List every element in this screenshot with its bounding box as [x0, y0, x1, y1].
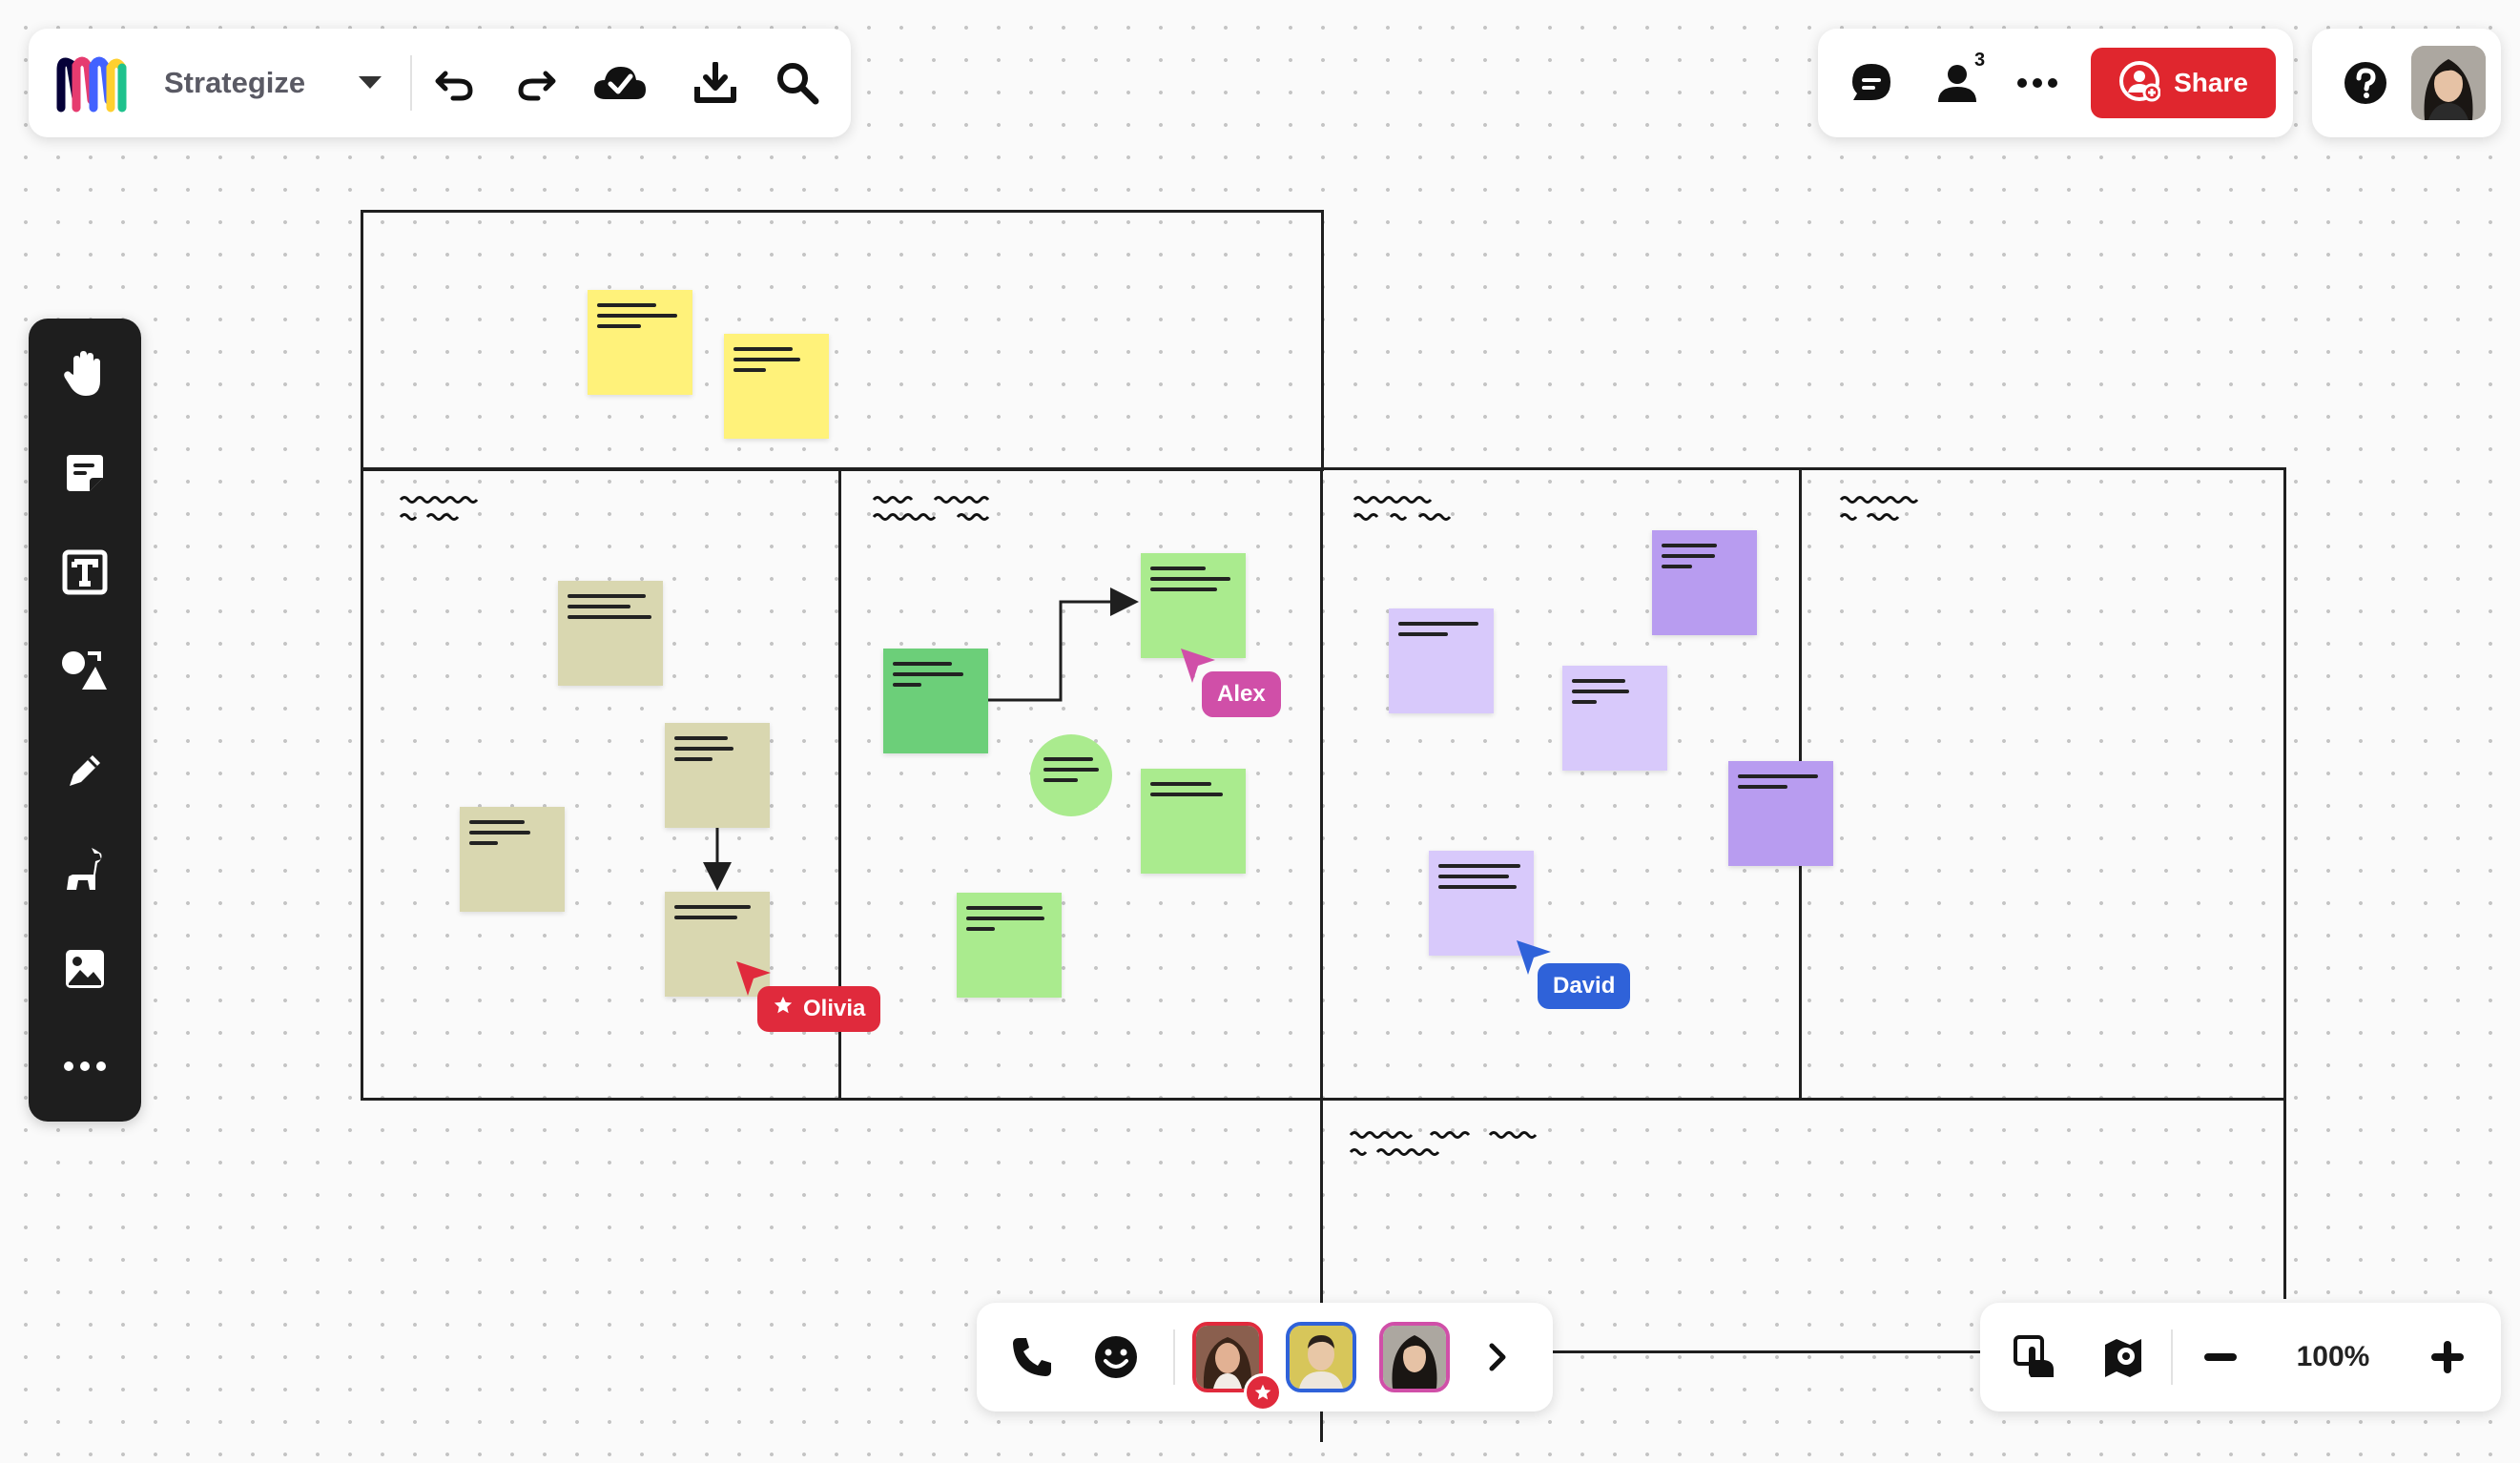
- zoom-level[interactable]: 100%: [2296, 1341, 2370, 1372]
- column-label-2: [872, 492, 1024, 526]
- column-label-4: [1839, 492, 1944, 526]
- sticky-note[interactable]: [1141, 769, 1246, 874]
- download-icon[interactable]: [694, 62, 736, 104]
- cursor-olivia-pointer: [734, 959, 773, 1002]
- participant-avatar-david[interactable]: [1286, 1322, 1356, 1392]
- frame-bottom-line: [1545, 1350, 1984, 1353]
- board-name[interactable]: Strategize: [164, 66, 306, 99]
- cursor-alex-tag: Alex: [1202, 671, 1281, 717]
- column-label-3: [1353, 492, 1477, 526]
- zoom-toolbar: 100%: [1980, 1303, 2501, 1411]
- help-icon[interactable]: [2344, 61, 2387, 105]
- sticky-note[interactable]: [1652, 530, 1757, 635]
- top-right-collab-bar: 3 Share: [1818, 29, 2293, 137]
- touch-gesture-icon[interactable]: [2014, 1335, 2057, 1379]
- more-tools-icon[interactable]: [63, 1061, 107, 1072]
- undo-icon[interactable]: [434, 62, 476, 104]
- more-options-icon[interactable]: [2016, 77, 2058, 89]
- search-icon[interactable]: [775, 61, 819, 105]
- map-pin-icon[interactable]: [2101, 1335, 2145, 1379]
- cursor-olivia-tag: Olivia: [757, 986, 881, 1032]
- frame-divider-1: [838, 467, 841, 1101]
- star-icon: [773, 986, 794, 1032]
- share-user-icon: [2118, 60, 2161, 107]
- miro-logo[interactable]: [55, 52, 128, 113]
- circle-shape[interactable]: [1030, 734, 1112, 816]
- sticky-note[interactable]: [665, 723, 770, 828]
- sticky-note[interactable]: [1389, 608, 1494, 713]
- sticky-note[interactable]: [558, 581, 663, 686]
- cursor-alex-name: Alex: [1217, 681, 1266, 707]
- shapes-icon[interactable]: [61, 649, 109, 693]
- cursor-david-tag: David: [1538, 963, 1631, 1009]
- image-icon[interactable]: [63, 947, 107, 991]
- text-icon[interactable]: [62, 549, 108, 595]
- help-profile-panel: [2312, 29, 2501, 137]
- share-label: Share: [2174, 68, 2248, 97]
- sticky-note[interactable]: [1141, 553, 1246, 658]
- cursor-olivia-name: Olivia: [803, 996, 866, 1021]
- cursor-alex-pointer: [1179, 647, 1217, 690]
- sticky-note[interactable]: [588, 290, 692, 395]
- cursor-david-name: David: [1553, 973, 1616, 999]
- frame-middle-row[interactable]: [361, 467, 2286, 1101]
- sticky-note[interactable]: [460, 807, 565, 912]
- frame-bottom-left-edge: [1320, 1099, 1323, 1442]
- chevron-right-icon[interactable]: [1488, 1343, 1507, 1371]
- comment-icon[interactable]: [1849, 61, 1893, 105]
- sticky-note[interactable]: [1429, 851, 1534, 956]
- bottom-bar-divider: [1173, 1329, 1175, 1385]
- sticky-note[interactable]: [957, 893, 1062, 998]
- sticky-note-icon[interactable]: [63, 451, 107, 495]
- participant-avatar-alex[interactable]: [1379, 1322, 1450, 1392]
- share-button[interactable]: Share: [2091, 48, 2276, 118]
- sticky-note[interactable]: [1728, 761, 1833, 866]
- cloud-saved-icon[interactable]: [592, 63, 648, 103]
- column-label-1: [399, 492, 504, 526]
- cursor-david-pointer: [1515, 938, 1553, 981]
- zoom-out-icon[interactable]: [2204, 1353, 2237, 1361]
- phone-icon[interactable]: [1011, 1336, 1053, 1378]
- llama-icon[interactable]: [63, 846, 107, 894]
- collaborators-icon[interactable]: [1936, 62, 1978, 104]
- sticky-note[interactable]: [883, 649, 988, 753]
- zoom-in-icon[interactable]: [2431, 1341, 2464, 1373]
- top-left-toolbar: Strategize: [29, 29, 851, 137]
- bottom-collab-bar: [977, 1303, 1553, 1411]
- left-toolbar: [29, 319, 141, 1122]
- frame-bottom-right-edge: [2283, 1099, 2286, 1299]
- hand-icon[interactable]: [61, 350, 109, 398]
- collaborators-count: 3: [1974, 50, 1986, 71]
- sticky-note[interactable]: [1562, 666, 1667, 771]
- toolbar-divider: [410, 55, 412, 111]
- participant-avatar-olivia[interactable]: [1192, 1322, 1263, 1392]
- emoji-icon[interactable]: [1094, 1335, 1138, 1379]
- chevron-down-icon[interactable]: [357, 74, 383, 92]
- redo-icon[interactable]: [515, 62, 557, 104]
- pen-icon[interactable]: [64, 750, 106, 792]
- section-label-bottom: [1349, 1127, 1559, 1162]
- host-star-badge: [1244, 1373, 1282, 1411]
- sticky-note[interactable]: [724, 334, 829, 439]
- user-avatar[interactable]: [2411, 46, 2486, 120]
- zoom-divider: [2171, 1329, 2173, 1385]
- frame-divider-2: [1320, 467, 1323, 1101]
